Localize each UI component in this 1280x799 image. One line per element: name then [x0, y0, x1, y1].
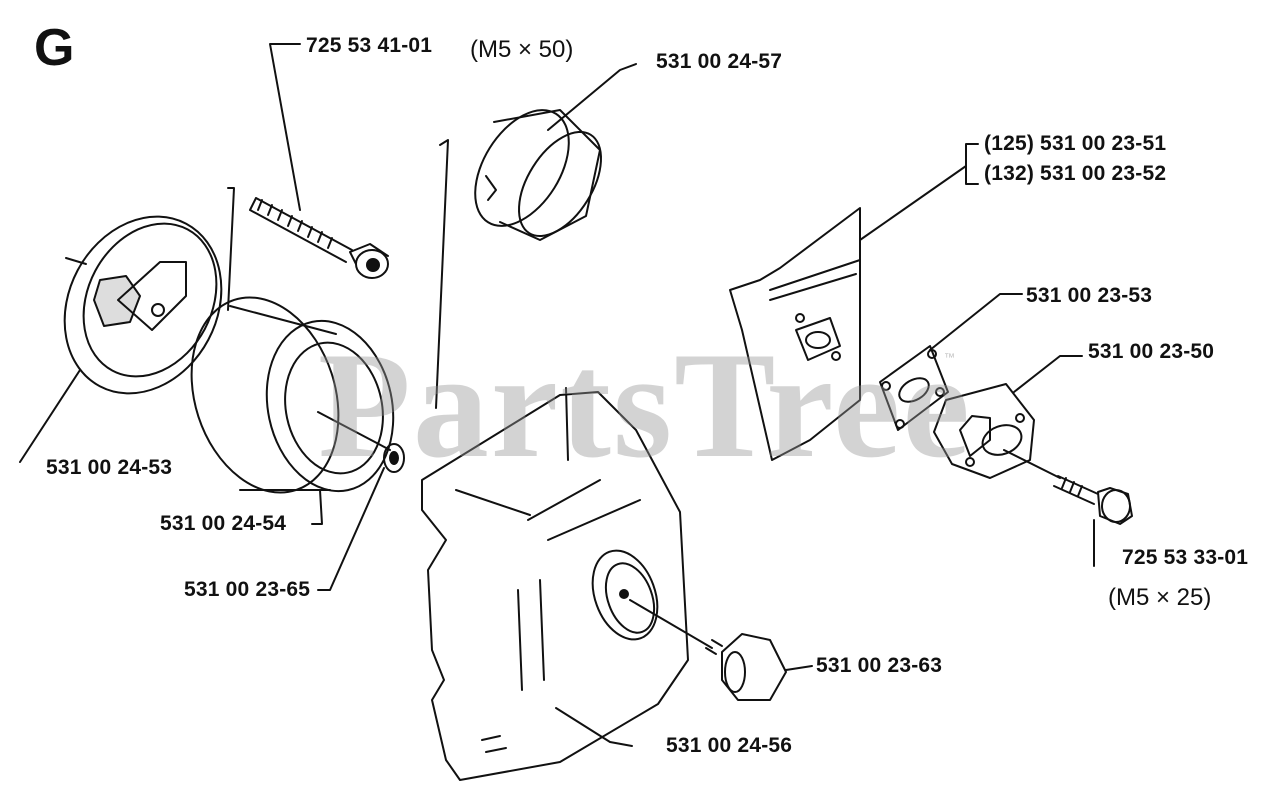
part-number-filter: 531 00 24-54: [160, 512, 287, 535]
part-number-air-cover: 531 00 24-56: [666, 734, 793, 757]
spec-screw-top: (M5 × 50): [470, 36, 574, 63]
part-number-screw-top: 725 53 41-01: [306, 34, 433, 57]
part-number-knob: 531 00 23-63: [816, 654, 943, 677]
washer-part: [383, 443, 405, 473]
knob-part: [629, 599, 787, 701]
leader-lines: [19, 43, 1095, 747]
part-number-small-gasket: 531 00 23-53: [1026, 284, 1153, 307]
top-cap-part: [474, 109, 603, 241]
adapter-part: [933, 383, 1035, 479]
part-number-gasket-125: (125) 531 00 23-51: [984, 132, 1167, 155]
part-number-washer: 531 00 23-65: [184, 578, 311, 601]
long-screw-part: [249, 197, 389, 279]
air-cover-part: [421, 387, 689, 781]
gasket-plate-part: [729, 207, 861, 461]
short-screw-part: [1003, 449, 1133, 525]
spec-screw-right: (M5 × 25): [1108, 584, 1212, 611]
section-letter: G: [34, 19, 75, 77]
small-gasket-part: [879, 345, 949, 431]
watermark-trademark: ™: [944, 352, 955, 364]
part-number-cap-top: 531 00 24-57: [656, 50, 783, 73]
part-number-gasket-132: (132) 531 00 23-52: [984, 162, 1167, 185]
part-number-adapter: 531 00 23-50: [1088, 340, 1215, 363]
part-number-starter-cover: 531 00 24-53: [46, 456, 173, 479]
watermark-text: PartsTree: [318, 321, 972, 489]
air-filter-part: [190, 296, 395, 494]
part-number-screw-right: 725 53 33-01: [1122, 546, 1249, 569]
starter-cover-part: [63, 215, 223, 395]
